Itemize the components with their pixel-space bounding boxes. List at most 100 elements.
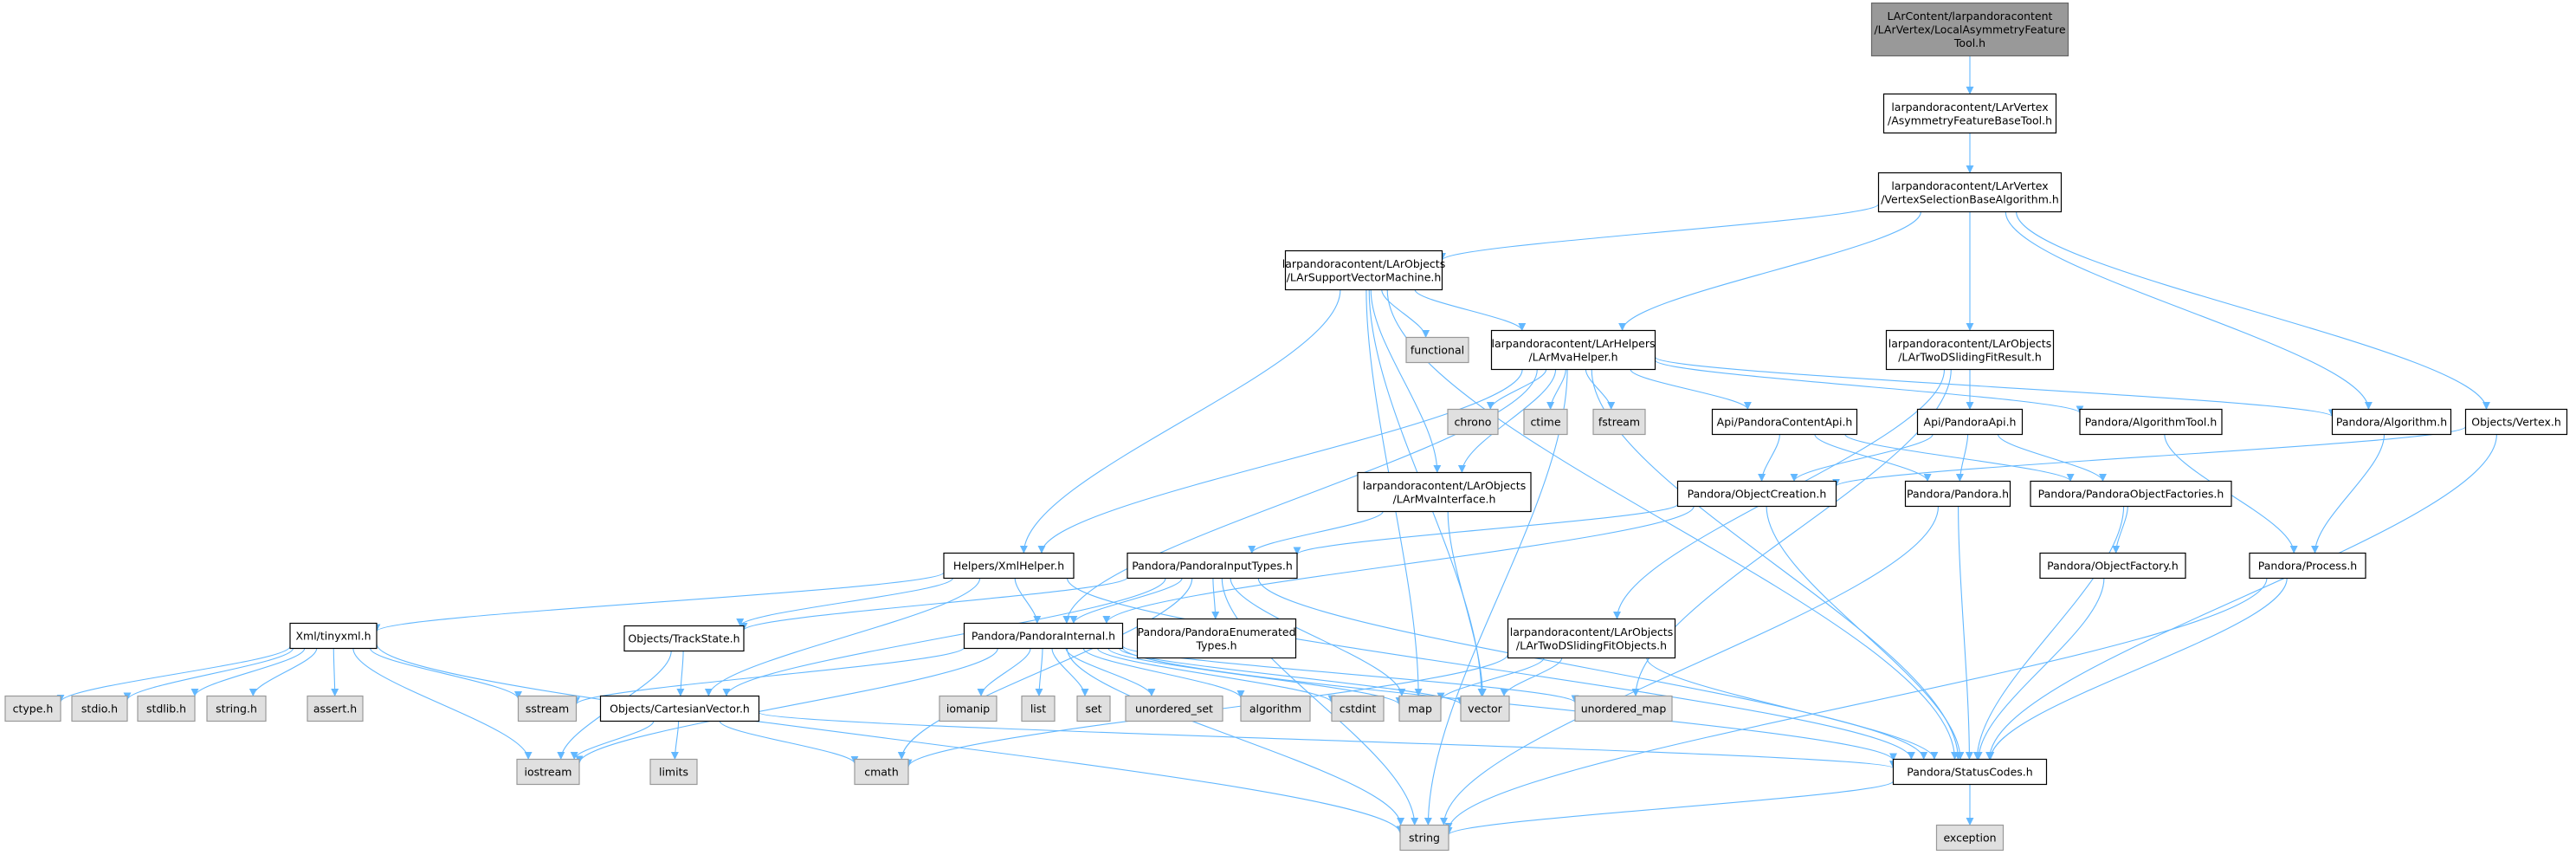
node-umap[interactable]: unordered_map xyxy=(1574,695,1673,722)
node-label-line: Pandora/ObjectCreation.h xyxy=(1688,488,1827,501)
node-label-line: Api/PandoraApi.h xyxy=(1924,416,2017,429)
node-pof[interactable]: Pandora/PandoraObjectFactories.h xyxy=(2030,480,2232,508)
node-objcreate[interactable]: Pandora/ObjectCreation.h xyxy=(1676,480,1837,508)
node-label-line: set xyxy=(1085,703,1101,716)
node-assert[interactable]: assert.h xyxy=(307,695,364,722)
node-iomanip[interactable]: iomanip xyxy=(939,695,997,722)
node-box xyxy=(1523,408,1568,436)
node-fstream[interactable]: fstream xyxy=(1592,408,1646,436)
edge-mvaif-to-pit xyxy=(1248,511,1384,554)
node-box xyxy=(307,695,364,722)
node-box xyxy=(1125,695,1223,722)
node-functional[interactable]: functional xyxy=(1405,336,1469,364)
node-box xyxy=(1711,408,1858,436)
node-label-line: Pandora/StatusCodes.h xyxy=(1907,766,2032,779)
edge-svm-to-statuscodes xyxy=(1386,289,1959,760)
node-set[interactable]: set xyxy=(1076,695,1111,722)
edge-pinternal-to-set xyxy=(1051,648,1089,696)
node-string[interactable]: string xyxy=(1399,824,1449,852)
node-label-line: iostream xyxy=(525,766,572,779)
node-xmlhelper[interactable]: Helpers/XmlHelper.h xyxy=(943,552,1075,580)
edge-tinyxml-to-stdlib xyxy=(190,648,306,697)
node-label-line: cstdint xyxy=(1340,703,1377,716)
edge-svm-to-xmlhelper xyxy=(1019,289,1341,554)
node-uset[interactable]: unordered_set xyxy=(1125,695,1223,722)
node-mvaif[interactable]: larpandoracontent/LArObjects/LArMvaInter… xyxy=(1357,471,1532,513)
node-label-line: cmath xyxy=(864,766,899,779)
node-box xyxy=(1916,408,2024,436)
node-trackstate[interactable]: Objects/TrackState.h xyxy=(623,625,745,652)
node-label-line: Pandora/PandoraObjectFactories.h xyxy=(2038,488,2224,501)
node-label-line: iomanip xyxy=(946,703,990,716)
node-pinternal[interactable]: Pandora/PandoraInternal.h xyxy=(963,622,1124,650)
edge-tinyxml-to-stringh xyxy=(249,648,318,696)
node-pcapi[interactable]: Api/PandoraContentApi.h xyxy=(1711,408,1858,436)
node-svm[interactable]: larpandoracontent/LArObjects/LArSupportV… xyxy=(1282,249,1445,291)
edge-cartvec-to-limits xyxy=(670,721,680,760)
node-label-line: stdlib.h xyxy=(146,703,186,716)
node-box xyxy=(1405,336,1469,364)
node-stdio[interactable]: stdio.h xyxy=(71,695,128,722)
edge-pit-to-cmath xyxy=(897,578,1193,760)
node-sstream[interactable]: sstream xyxy=(517,695,578,722)
node-vertex[interactable]: Objects/Vertex.h xyxy=(2464,408,2568,436)
edge-pof-to-objfactory xyxy=(2112,506,2128,554)
node-pit[interactable]: Pandora/PandoraInputTypes.h xyxy=(1127,552,1298,580)
node-label-line: /LArTwoDSlidingFitResult.h xyxy=(1898,350,2042,363)
node-map[interactable]: map xyxy=(1398,695,1442,722)
node-label-line: Api/PandoraContentApi.h xyxy=(1717,416,1853,429)
node-mvahelper[interactable]: larpandoracontent/LArHelpers/LArMvaHelpe… xyxy=(1490,329,1656,371)
edge-papi-to-objcreate xyxy=(1790,434,1934,482)
node-tdsfo[interactable]: larpandoracontent/LArObjects/LArTwoDSlid… xyxy=(1507,618,1676,659)
node-label-line: /LArMvaHelper.h xyxy=(1528,350,1617,363)
node-objfactory[interactable]: Pandora/ObjectFactory.h xyxy=(2039,552,2186,580)
node-vector[interactable]: vector xyxy=(1460,695,1510,722)
node-cartvec[interactable]: Objects/CartesianVector.h xyxy=(599,695,760,722)
node-cmath[interactable]: cmath xyxy=(854,758,909,786)
node-label-line: string.h xyxy=(216,703,257,716)
node-stringh[interactable]: string.h xyxy=(206,695,267,722)
edge-pcapi-to-pof xyxy=(1844,433,2075,483)
node-statuscodes[interactable]: Pandora/StatusCodes.h xyxy=(1892,758,2048,786)
node-pandora[interactable]: Pandora/Pandora.h xyxy=(1904,480,2011,508)
node-label-line: algorithm xyxy=(1249,703,1301,716)
node-limits[interactable]: limits xyxy=(649,758,698,786)
node-chrono[interactable]: chrono xyxy=(1447,408,1499,436)
node-iostream[interactable]: iostream xyxy=(516,758,580,786)
edge-trackstate-to-cartvec xyxy=(676,651,685,696)
node-vsba[interactable]: larpandoracontent/LArVertex/VertexSelect… xyxy=(1877,172,2063,213)
edge-xmlhelper-to-statuscodes xyxy=(1067,578,1915,760)
node-exception[interactable]: exception xyxy=(1935,824,2005,852)
node-ctype[interactable]: ctype.h xyxy=(4,695,61,722)
node-alg[interactable]: Pandora/Algorithm.h xyxy=(2331,408,2452,436)
node-stdlib[interactable]: stdlib.h xyxy=(137,695,196,722)
node-box xyxy=(1676,480,1837,508)
edge-mvahelper-to-alg xyxy=(1654,356,2336,418)
node-label-line: Tool.h xyxy=(1953,36,1985,49)
node-label-line: chrono xyxy=(1455,416,1492,429)
node-process[interactable]: Pandora/Process.h xyxy=(2249,552,2366,580)
edge-tdsfo-to-map xyxy=(1436,657,1545,701)
node-label-line: Objects/CartesianVector.h xyxy=(610,703,750,716)
node-tinyxml[interactable]: Xml/tinyxml.h xyxy=(289,622,378,650)
node-algtool[interactable]: Pandora/AlgorithmTool.h xyxy=(2079,408,2223,436)
edge-pcapi-to-objcreate xyxy=(1758,434,1780,482)
node-label-line: larpandoracontent/LArObjects xyxy=(1363,479,1526,492)
node-ctime[interactable]: ctime xyxy=(1523,408,1568,436)
node-cstdint[interactable]: cstdint xyxy=(1331,695,1385,722)
node-label-line: larpandoracontent/LArVertex xyxy=(1891,179,2048,192)
node-papi[interactable]: Api/PandoraApi.h xyxy=(1916,408,2024,436)
edge-tinyxml-to-stdio xyxy=(123,648,294,701)
node-list[interactable]: list xyxy=(1021,695,1056,722)
node-afbt[interactable]: larpandoracontent/LArVertex/AsymmetryFea… xyxy=(1882,93,2057,134)
edge-pit-to-string xyxy=(1221,578,1419,826)
node-tdsfr[interactable]: larpandoracontent/LArObjects/LArTwoDSlid… xyxy=(1885,329,2055,371)
node-algorithm[interactable]: algorithm xyxy=(1240,695,1311,722)
node-box xyxy=(1331,695,1385,722)
edge-objcreate-to-statuscodes xyxy=(1766,506,1965,760)
edge-pandora-to-statuscodes xyxy=(1958,506,1973,760)
edge-tinyxml-to-sstream xyxy=(370,648,522,700)
node-label-line: /LArSupportVectorMachine.h xyxy=(1287,270,1442,283)
node-label-line: /VertexSelectionBaseAlgorithm.h xyxy=(1881,192,2059,205)
